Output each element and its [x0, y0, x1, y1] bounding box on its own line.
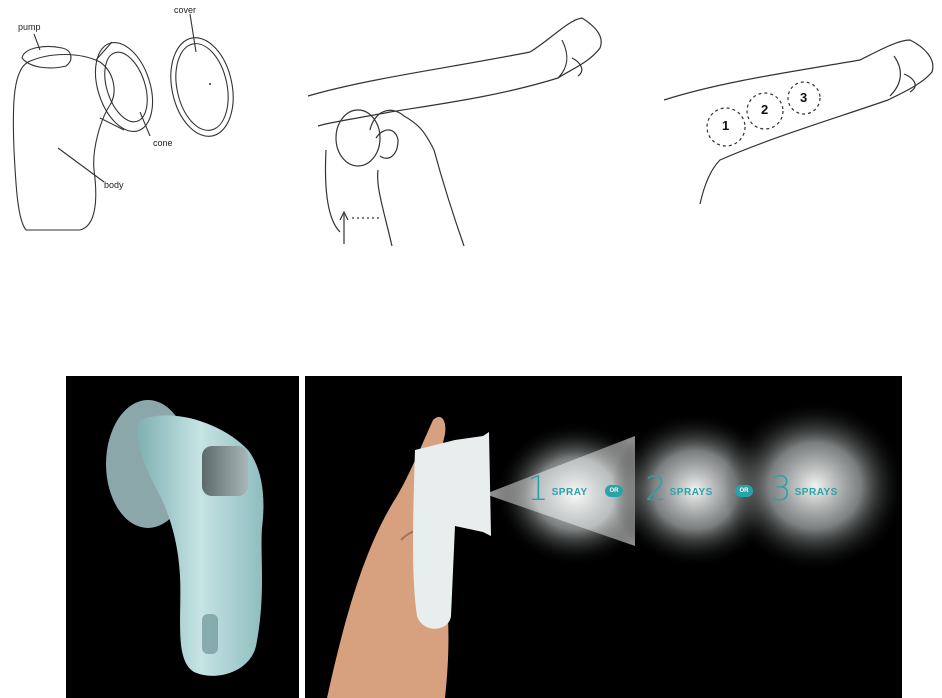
- device-sketch: [0, 0, 260, 245]
- zone-3-label: 3: [800, 90, 807, 105]
- device-render: [66, 376, 299, 698]
- spray-step-3-number: 3: [770, 472, 792, 506]
- device-render-panel: [66, 376, 299, 698]
- spray-step-3-word: SPRAYS: [795, 487, 838, 498]
- application-diagram-panel: [300, 0, 620, 250]
- device-pump-outline: [22, 46, 71, 67]
- device-body-outline: [13, 55, 114, 231]
- arm-zones-sketch: [660, 20, 942, 220]
- forearm-outline: [308, 18, 601, 126]
- label-pump: pump: [18, 22, 41, 32]
- device-cone-outer: [85, 35, 163, 139]
- zone-1-label: 1: [722, 118, 729, 133]
- or-separator-2: OR: [735, 485, 753, 497]
- spray-photo-panel: 1 SPRAY OR 2 SPRAYS OR 3 SPRAYS: [305, 376, 902, 698]
- spray-step-2-word: SPRAYS: [670, 487, 713, 498]
- zone-2-label: 2: [761, 102, 768, 117]
- arm-press-sketch: [300, 0, 620, 250]
- spray-device-shape: [413, 432, 491, 629]
- device-cover-outline: [162, 32, 241, 142]
- spray-step-1-word: SPRAY: [552, 487, 588, 498]
- spray-step-3: 3 SPRAYS: [770, 472, 838, 506]
- arm-outline: [664, 40, 933, 204]
- label-body: body: [104, 180, 124, 190]
- spray-cloud: [305, 376, 902, 698]
- spray-step-2: 2 SPRAYS: [645, 472, 713, 506]
- device-cone-inner: [97, 47, 155, 127]
- zones-diagram-panel: 1 2 3: [660, 20, 942, 220]
- device-render-window: [202, 614, 218, 654]
- label-cover: cover: [174, 5, 196, 15]
- device-diagram-panel: pump cover cone body: [0, 0, 260, 245]
- device-render-pump: [202, 446, 248, 496]
- spray-step-1: 1 SPRAY: [527, 472, 588, 506]
- spray-step-2-number: 2: [645, 472, 667, 506]
- or-separator-1: OR: [605, 485, 623, 497]
- label-cone: cone: [153, 138, 173, 148]
- spray-step-1-number: 1: [527, 472, 549, 506]
